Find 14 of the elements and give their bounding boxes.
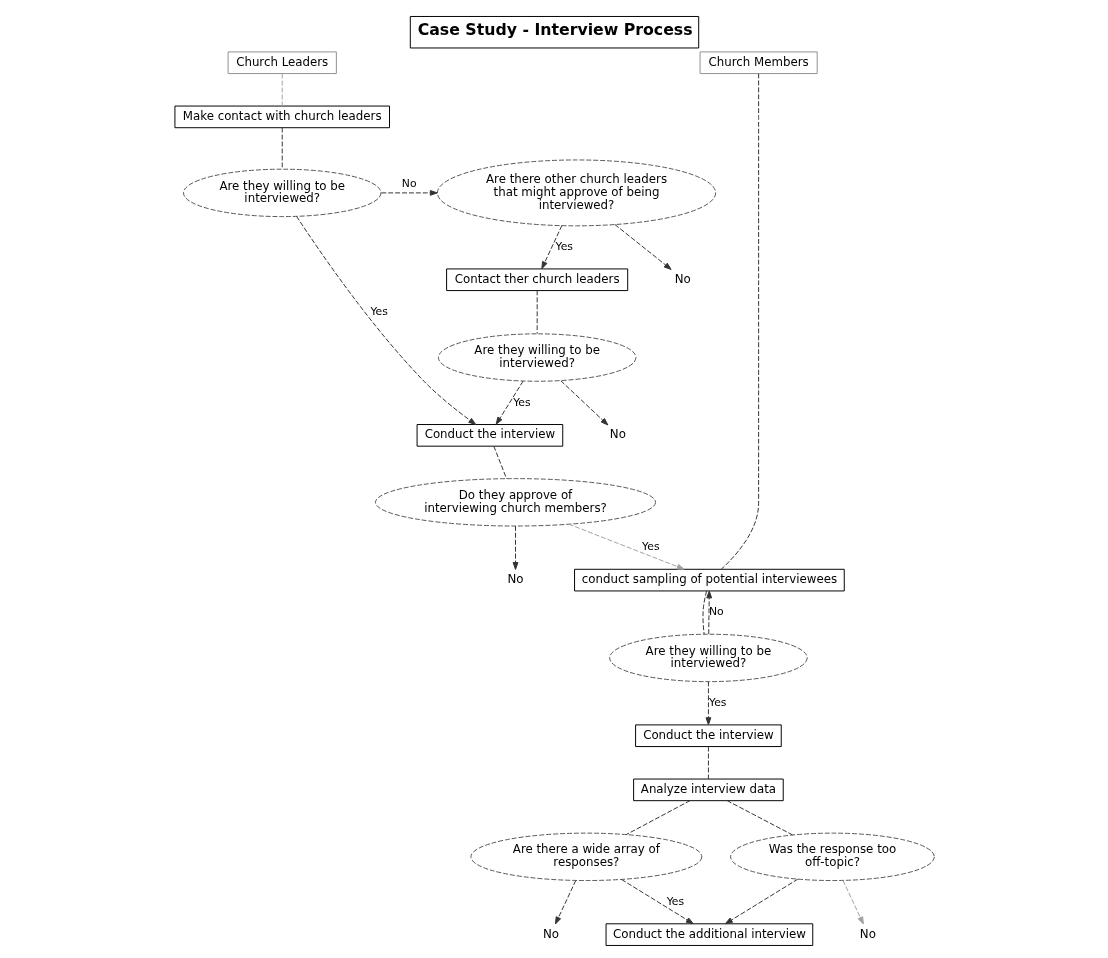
node-text: No — [506, 572, 524, 587]
node-text: No — [542, 926, 559, 941]
node-text: No — [609, 427, 626, 442]
edge-label: Yes — [554, 240, 573, 254]
edge-label: No — [708, 605, 724, 619]
node-text: No — [859, 926, 876, 941]
diagram-title: Case Study - Interview Process — [417, 19, 693, 39]
edge-label: Yes — [666, 894, 684, 908]
edge-label: Yes — [641, 540, 660, 554]
edge-label: Yes — [369, 304, 388, 318]
edge-label: Yes — [708, 696, 727, 709]
node-text: No — [674, 271, 691, 286]
edge-label: Yes — [512, 395, 531, 409]
edge-label: No — [401, 176, 417, 190]
